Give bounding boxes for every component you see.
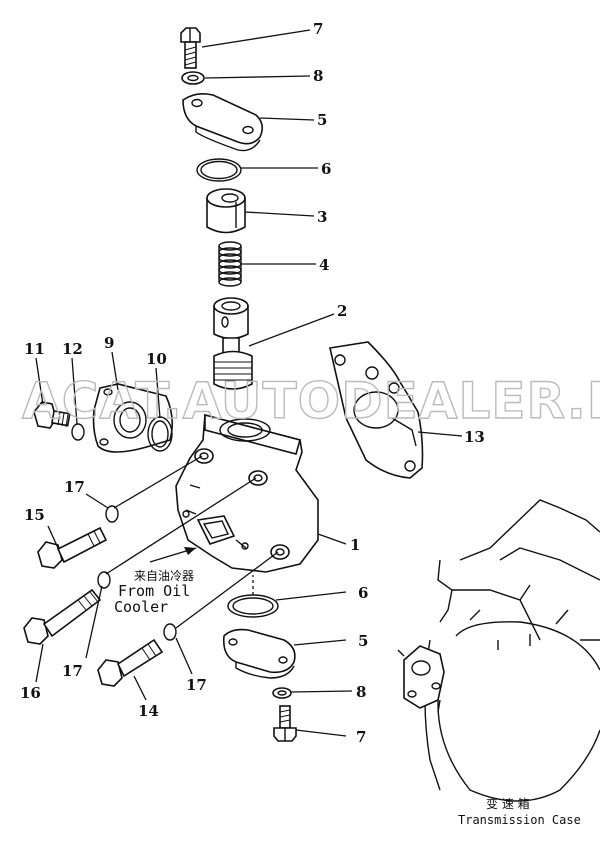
bolt-14 [97, 638, 164, 687]
watermark: ACAT.AUTODEALER.RU [22, 372, 600, 430]
o-ring-6-top [196, 158, 242, 182]
sleeve-3 [206, 188, 246, 234]
label-4: 4 [319, 256, 329, 274]
label-13: 13 [464, 428, 485, 446]
label-17-b: 17 [62, 662, 83, 680]
label-5-bottom: 5 [358, 632, 368, 650]
oil-flow-arrow [149, 547, 197, 563]
caption-from-oil-line2: Cooler [114, 598, 168, 616]
caption-transmission-en: Transmission Case [458, 813, 581, 827]
label-5-top: 5 [317, 111, 327, 129]
gasket-13 [329, 341, 424, 479]
label-6-bottom: 6 [358, 584, 368, 602]
label-10: 10 [146, 350, 167, 368]
spool-2 [213, 297, 253, 390]
caption-from-oil-cooler-zh: 来自油冷器 [134, 569, 194, 583]
caption-transmission-zh: 变 速 箱 [486, 796, 530, 811]
label-17-a: 17 [64, 478, 85, 496]
bolt-15 [37, 526, 108, 569]
bolt-16 [23, 588, 102, 645]
label-3: 3 [317, 208, 327, 226]
label-17-c: 17 [186, 676, 207, 694]
transmission-case [397, 499, 600, 802]
washer-17-c [163, 623, 177, 641]
washer-17-b [97, 571, 111, 589]
label-8-top: 8 [313, 67, 323, 85]
label-12: 12 [62, 340, 83, 358]
label-6-top: 6 [321, 160, 331, 178]
washer-12 [71, 423, 85, 441]
label-15: 15 [24, 506, 45, 524]
caption-from-oil-line1: From Oil [118, 582, 190, 600]
label-8-bottom: 8 [356, 683, 366, 701]
washer-17-a [105, 505, 119, 523]
o-ring-6-bottom [227, 594, 279, 618]
label-11: 11 [24, 340, 45, 358]
bolt-7-bottom [273, 705, 297, 742]
label-9: 9 [104, 334, 114, 352]
label-7-top: 7 [313, 20, 323, 38]
spring-4 [218, 241, 242, 287]
cover-5-top [182, 93, 264, 152]
label-16: 16 [20, 684, 41, 702]
washer-8-bottom [272, 687, 292, 699]
label-14: 14 [138, 702, 159, 720]
label-1: 1 [350, 536, 360, 554]
label-7-bottom: 7 [356, 728, 366, 746]
washer-8-top [181, 71, 205, 85]
leader-lines [35, 29, 463, 737]
valve-body-1 [175, 413, 319, 573]
bolt-7-top [180, 27, 201, 69]
label-2: 2 [337, 302, 347, 320]
cover-5-bottom [222, 628, 296, 679]
